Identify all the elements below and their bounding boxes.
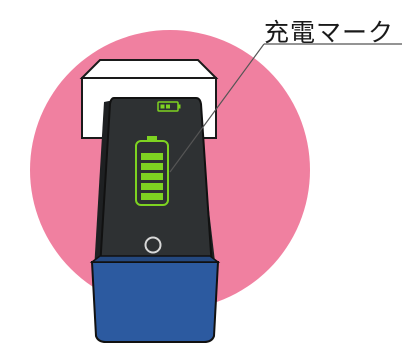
battery-bar — [141, 163, 163, 170]
battery-outline — [135, 140, 169, 206]
charger-top — [79, 59, 219, 79]
battery-terminal — [147, 136, 157, 141]
device-cap-rim — [89, 255, 221, 263]
battery-bar — [141, 153, 163, 160]
callout-leader — [169, 43, 402, 173]
battery-icon — [135, 136, 169, 206]
small-battery-icon — [157, 101, 181, 112]
battery-bar — [141, 183, 163, 190]
battery-bar — [141, 173, 163, 180]
device-cap — [90, 261, 220, 343]
charging-mark-label: 充電マーク — [264, 18, 395, 47]
battery-bars — [141, 153, 163, 200]
battery-bar — [141, 193, 163, 200]
device — [89, 97, 221, 343]
power-button-icon[interactable] — [144, 236, 162, 254]
